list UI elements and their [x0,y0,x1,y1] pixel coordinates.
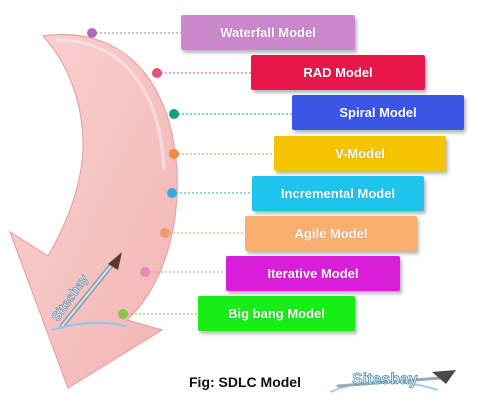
model-label: Agile Model [294,226,368,241]
connector-dot [87,28,97,38]
model-label: Big bang Model [228,306,325,321]
connector-dot [169,149,179,159]
model-box-iterative: Iterative Model [226,256,400,291]
connector-dot [167,188,177,198]
connector-dot [169,109,179,119]
model-box-big-bang: Big bang Model [198,296,355,331]
arrow-highlight [55,38,166,171]
connector-dot [118,309,128,319]
model-label: RAD Model [303,65,373,80]
connector-dot [152,68,162,78]
figure-caption: Fig: SDLC Model [189,374,301,390]
model-box-spiral: Spiral Model [292,95,464,130]
model-box-v-model: V-Model [274,136,446,171]
model-label: Waterfall Model [220,25,316,40]
model-label: Iterative Model [267,266,359,281]
model-box-rad: RAD Model [251,55,425,90]
model-label: Spiral Model [339,105,417,120]
connector-dot [140,267,150,277]
model-box-agile: Agile Model [245,216,417,251]
watermark-logo-corner: Sitesbay [329,370,456,393]
connector-dot [160,228,170,238]
model-label: Incremental Model [280,186,396,201]
model-box-incremental: Incremental Model [252,176,424,211]
watermark-text: Sitesbay [352,371,418,388]
model-label: V-Model [335,146,385,161]
pen-icon [51,252,127,331]
model-box-waterfall: Waterfall Model [181,15,355,50]
curved-arrow [8,34,178,389]
